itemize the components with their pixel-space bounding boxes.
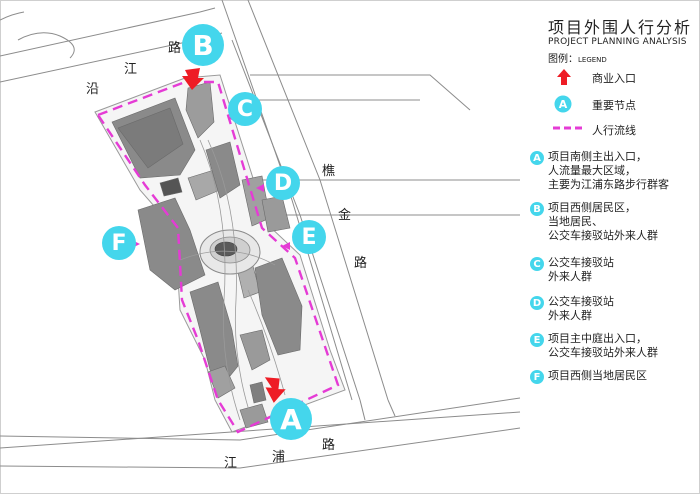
description-b-text: 项目西侧居民区， 当地居民、 公交车接驳站外来人群 <box>548 201 658 242</box>
legend-heading: 图例：LEGEND <box>548 50 607 65</box>
road-label-east-2: 金 <box>338 208 352 223</box>
road-label-east-1: 樵 <box>322 164 336 179</box>
road-label-north-2: 江 <box>124 62 138 77</box>
road-label-south-3: 路 <box>322 438 336 453</box>
road-edge <box>387 399 396 417</box>
description-a: A 项目南侧主出入口， 人流量最大区域， 主要为江浦东路步行群客 <box>530 150 669 192</box>
building-small <box>159 177 183 197</box>
svg-text:A: A <box>559 98 568 111</box>
building-entrance <box>239 403 269 429</box>
building-south-mid <box>239 329 271 371</box>
node-marker-d: D <box>266 166 300 200</box>
description-f-badge: F <box>530 370 544 384</box>
road-edge <box>359 399 366 421</box>
legend-item-node: 重要节点 <box>592 99 636 112</box>
legend-item-entrance: 商业入口 <box>592 72 636 85</box>
road-label-south-2: 浦 <box>272 450 286 465</box>
entrance-arrow-b <box>182 68 204 90</box>
flow-arrow-e <box>282 242 290 250</box>
description-a-text: 项目南侧主出入口， 人流量最大区域， 主要为江浦东路步行群客 <box>548 150 669 191</box>
road-edge <box>221 0 353 401</box>
description-e-badge: E <box>530 333 544 347</box>
building-north-core <box>117 107 184 169</box>
road-edge <box>17 32 75 59</box>
building-southeast <box>254 257 303 356</box>
description-c-badge: C <box>530 257 544 271</box>
description-d: D 公交车接驳站 外来人群 <box>530 295 614 323</box>
description-c-text: 公交车接驳站 外来人群 <box>548 256 614 283</box>
building-west <box>137 197 206 291</box>
legend-subtitle: PROJECT PLANNING ANALYSIS <box>548 37 687 47</box>
road-edge <box>0 397 521 441</box>
description-f: F 项目西侧当地居民区 <box>530 369 647 384</box>
node-circle-icon: A <box>554 95 572 113</box>
description-f-text: 项目西侧当地居民区 <box>548 369 647 382</box>
description-b-badge: B <box>530 202 544 216</box>
building-south-kiosk <box>249 381 267 404</box>
node-marker-e: E <box>292 220 326 254</box>
dashed-line-icon <box>553 126 585 130</box>
node-marker-b: B <box>182 24 224 66</box>
node-marker-c: C <box>228 92 262 126</box>
road-edge <box>0 7 216 57</box>
description-c: C 公交车接驳站 外来人群 <box>530 256 614 284</box>
legend-title: 项目外围人行分析 <box>548 18 693 37</box>
road-edge <box>0 427 521 469</box>
description-e: E 项目主中庭出入口， 公交车接驳站外来人群 <box>530 332 658 360</box>
description-a-badge: A <box>530 151 544 165</box>
node-marker-a: A <box>270 398 312 440</box>
road-edge <box>250 74 471 111</box>
description-b: B 项目西侧居民区， 当地居民、 公交车接驳站外来人群 <box>530 201 658 243</box>
road-label-north-1: 沿 <box>86 82 100 97</box>
central-atrium <box>199 229 261 275</box>
entrance-arrows <box>182 68 286 403</box>
red-arrow-icon <box>557 69 571 85</box>
flow-arrow-d <box>256 184 264 192</box>
legend-heading-cn: 图例： <box>548 54 578 65</box>
legend-heading-en: LEGEND <box>578 56 607 64</box>
description-e-text: 项目主中庭出入口， 公交车接驳站外来人群 <box>548 332 658 359</box>
node-marker-f: F <box>102 226 136 260</box>
road-label-south-1: 江 <box>224 456 238 471</box>
road-edge <box>0 411 521 449</box>
road-label-east-3: 路 <box>354 256 368 271</box>
legend-item-flow: 人行流线 <box>592 124 636 137</box>
road-label-north-3: 路 <box>168 41 182 56</box>
road-edge <box>0 11 25 21</box>
pedestrian-flow-line <box>96 80 340 434</box>
entrance-arrow-a <box>264 377 286 403</box>
description-d-text: 公交车接驳站 外来人群 <box>548 295 614 322</box>
description-d-badge: D <box>530 296 544 310</box>
